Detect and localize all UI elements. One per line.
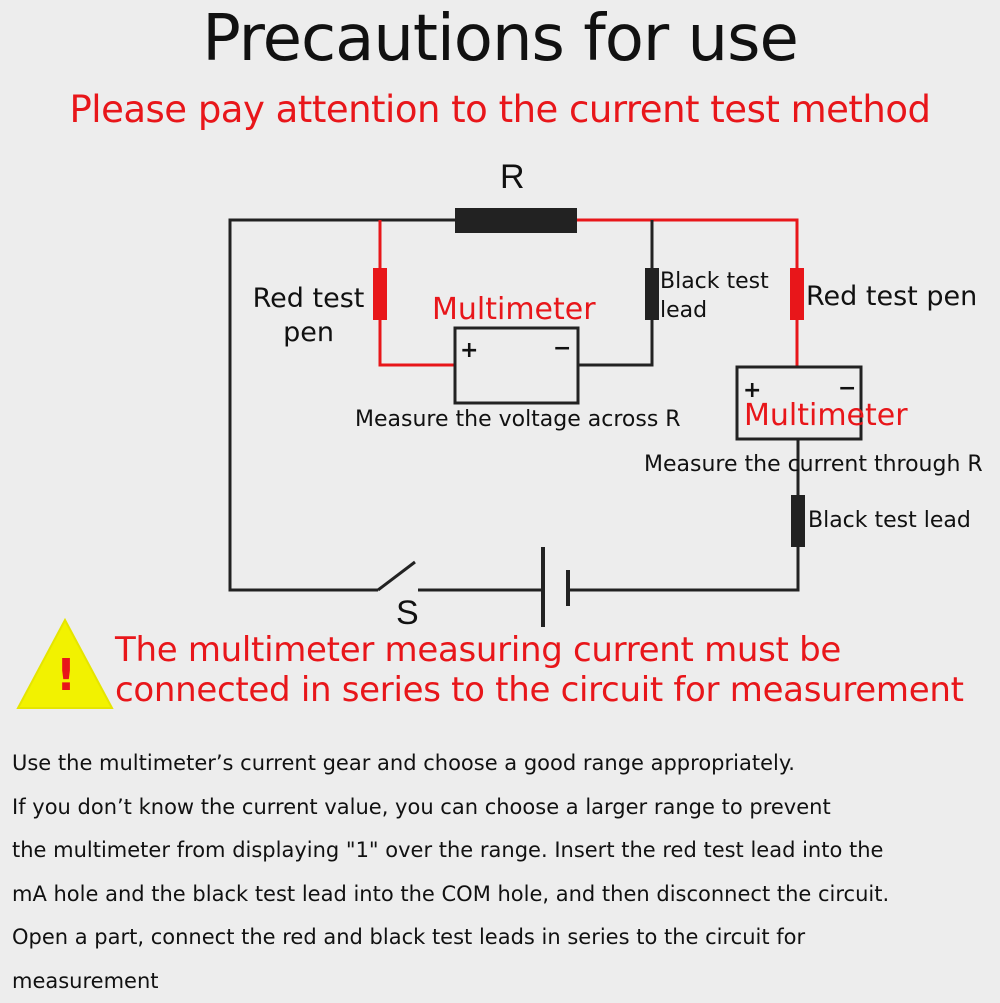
voltmeter-label: Multimeter: [432, 292, 596, 327]
voltmeter-caption: Measure the voltage across R: [355, 406, 681, 435]
voltmeter-red-probe: [373, 268, 387, 320]
instruction-line: measurement: [12, 960, 990, 1003]
voltmeter-black-probe: [645, 268, 659, 320]
ammeter-caption: Measure the current through R: [644, 451, 983, 480]
voltmeter-red-pen-label: Red test pen: [246, 282, 371, 350]
warning-message: The multimeter measuring current must be…: [115, 630, 964, 710]
switch-blade: [378, 562, 415, 590]
main-circuit-wire: [230, 220, 455, 590]
switch-label: S: [396, 594, 419, 633]
instruction-line: Open a part, connect the red and black t…: [12, 916, 990, 960]
instruction-line: Use the multimeter’s current gear and ch…: [12, 742, 990, 786]
resistor: [455, 208, 577, 233]
ammeter-label: Multimeter: [744, 398, 908, 433]
ammeter-red-probe: [790, 268, 804, 320]
ammeter-red-pen-label: Red test pen: [806, 280, 977, 314]
warning-exclamation-icon: !: [56, 650, 76, 701]
voltmeter-black-lead-label: Black test lead: [660, 268, 769, 325]
instruction-line: If you don’t know the current value, you…: [12, 786, 990, 830]
ammeter-black-probe: [791, 495, 805, 547]
instruction-line: the multimeter from displaying "1" over …: [12, 829, 990, 873]
voltmeter-minus-terminal: −: [553, 336, 571, 361]
instruction-line: mA hole and the black test lead into the…: [12, 873, 990, 917]
voltmeter-plus-terminal: +: [460, 338, 478, 363]
instructions-paragraph: Use the multimeter’s current gear and ch…: [12, 742, 990, 1003]
resistor-label: R: [500, 158, 525, 197]
ammeter-black-lead-label: Black test lead: [808, 507, 971, 536]
